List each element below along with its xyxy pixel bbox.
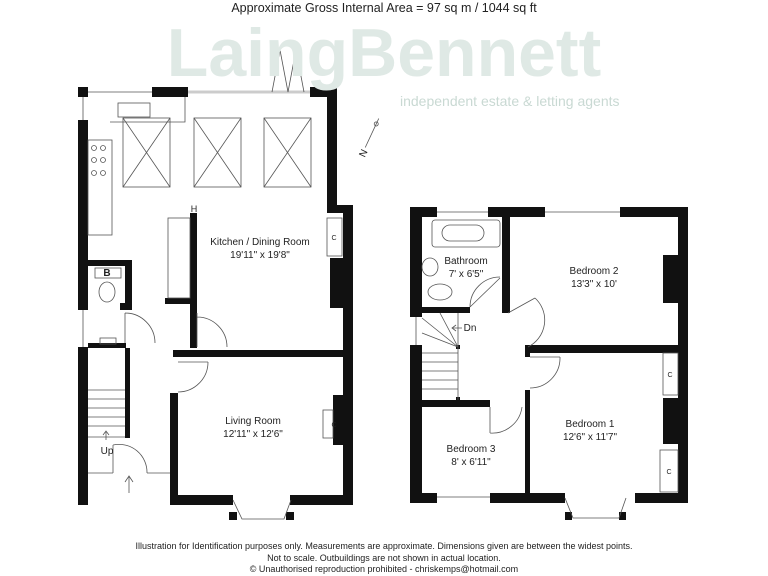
bifold-door [271,49,305,93]
room-size: 13'3" x 10' [571,279,617,290]
skylight-icon [122,117,312,188]
room-name: Bedroom 1 [566,419,615,430]
partition-mark: H [191,204,198,214]
room-name: Living Room [225,416,281,427]
first-floor-labels: Bathroom 7' x 6'5" Bedroom 2 13'3" x 10'… [444,256,672,476]
first-floor [410,207,688,520]
boiler-mark: B [103,268,110,279]
sink-icon [117,102,151,118]
stairs-icon [88,389,125,438]
copyright-line: © Unauthorised reproduction prohibited -… [249,564,519,574]
cupboard-mark: C [331,422,336,429]
arrow-down-icon [451,324,462,332]
room-size: 19'11" x 19'8" [230,250,290,261]
ground-floor-labels: Kitchen / Dining Room 19'11" x 19'8" Liv… [101,204,337,457]
disclaimer-line: Illustration for Identification purposes… [135,541,633,551]
room-size: 8' x 6'11" [451,457,491,468]
stairs-down-label: Dn [464,323,477,334]
room-name: Kitchen / Dining Room [210,237,310,248]
stairs-up-label: Up [101,446,114,457]
disclaimer-line: Not to scale. Outbuildings are not shown… [267,552,501,563]
compass-icon: N [358,118,380,159]
hob-icon [91,145,106,176]
room-name: Bedroom 2 [570,266,619,277]
ground-floor-fixtures [82,49,343,520]
cupboard-mark: C [667,372,672,379]
room-size: 12'6" x 11'7" [563,432,618,443]
first-floor-fixtures [415,211,679,519]
room-size: 12'11" x 12'6" [223,429,283,440]
compass-north-label: N [358,148,371,159]
bath-icon [431,219,501,248]
room-name: Bedroom 3 [447,444,496,455]
cupboard-mark: C [666,469,671,476]
watermark-tagline: independent estate & letting agents [400,93,620,109]
toilet-icon [427,283,453,301]
ground-floor [78,87,353,520]
toilet-icon [98,281,116,303]
disclaimer: Illustration for Identification purposes… [0,541,768,576]
watermark-brand: LaingBennett [167,15,601,91]
room-size: 7' x 6'5" [449,269,484,280]
room-name: Bathroom [444,256,487,267]
gross-area-title: Approximate Gross Internal Area = 97 sq … [231,1,537,15]
basin-icon [421,257,439,277]
cupboard-mark: C [331,235,336,242]
arrow-up-icon [102,430,110,440]
entrance-arrow-icon [124,475,134,493]
stairs-icon [421,312,459,400]
